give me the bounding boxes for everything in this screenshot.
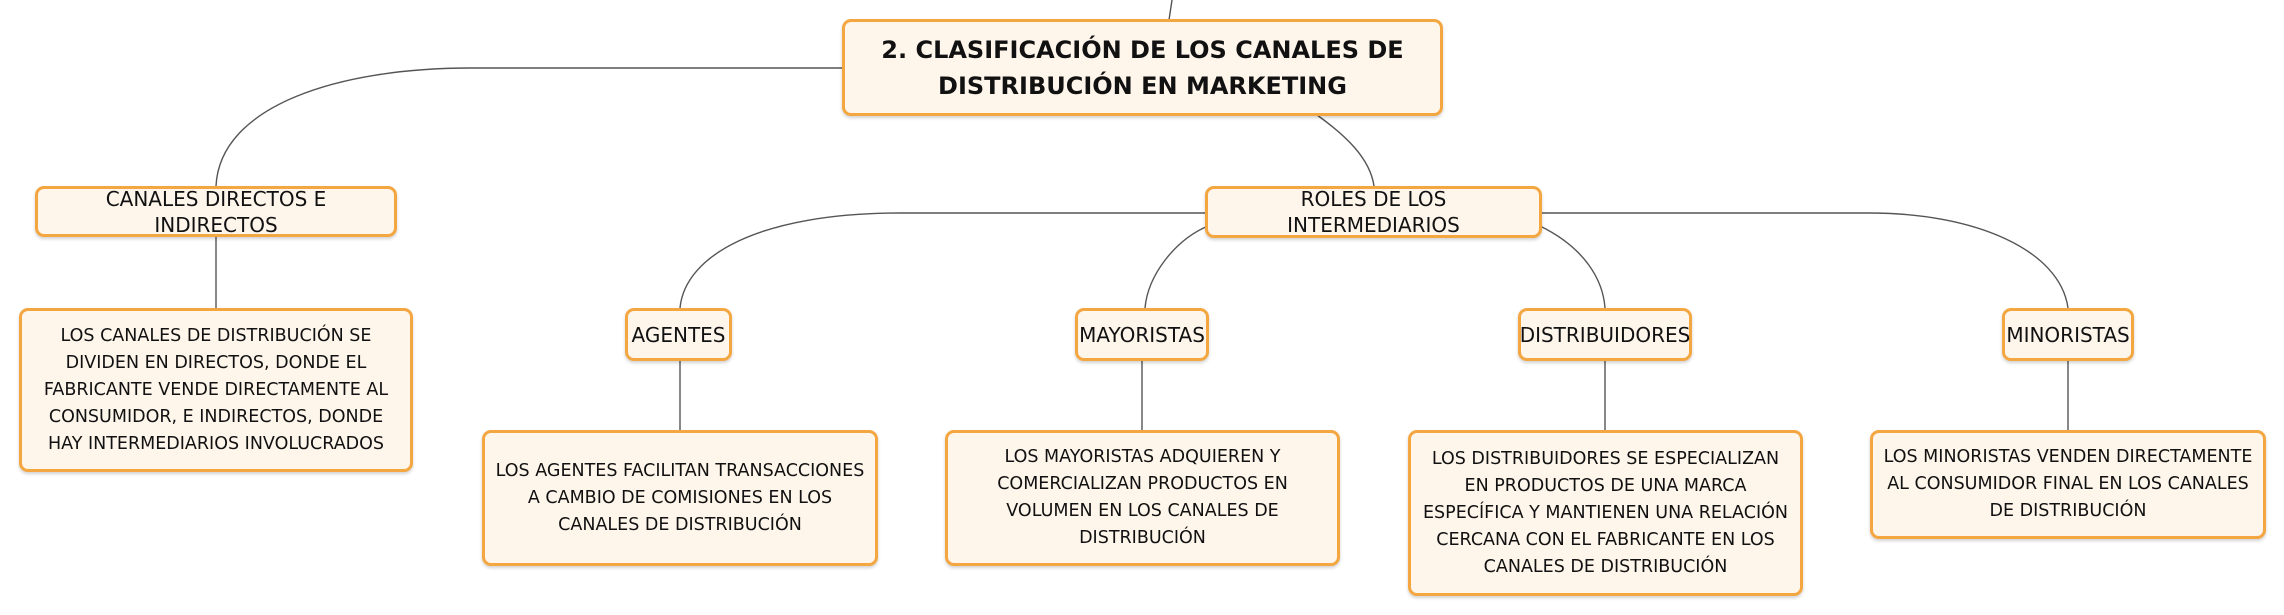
topic-distribuidores-label: DISTRIBUIDORES <box>1519 322 1691 347</box>
detail-canales[interactable]: LOS CANALES DE DISTRIBUCIÓN SE DIVIDEN E… <box>19 308 413 472</box>
topic-roles-intermediarios[interactable]: ROLES DE LOS INTERMEDIARIOS <box>1205 186 1542 238</box>
topic-mayoristas[interactable]: MAYORISTAS <box>1075 308 1209 361</box>
connector-roles-mayoristas <box>1144 225 1209 309</box>
detail-distribuidores[interactable]: LOS DISTRIBUIDORES SE ESPECIALIZAN EN PR… <box>1408 430 1803 596</box>
topic-minoristas-label: MINORISTAS <box>2006 322 2130 347</box>
connector-parent-stub <box>1168 0 1173 21</box>
detail-minoristas-text: LOS MINORISTAS VENDEN DIRECTAMENTE AL CO… <box>1883 447 2253 521</box>
topic-minoristas[interactable]: MINORISTAS <box>2002 308 2134 361</box>
topic-agentes-label: AGENTES <box>631 322 726 347</box>
connector-roles-minoristas <box>1540 212 2069 309</box>
topic-distribuidores[interactable]: DISTRIBUIDORES <box>1518 308 1692 361</box>
topic-mayoristas-label: MAYORISTAS <box>1079 322 1205 347</box>
root-topic-label: 2. CLASIFICACIÓN DE LOS CANALES DE DISTR… <box>881 35 1404 100</box>
connector-roles-agentes <box>679 212 1208 309</box>
detail-minoristas[interactable]: LOS MINORISTAS VENDEN DIRECTAMENTE AL CO… <box>1870 430 2266 539</box>
connector-roles-distribuidores <box>1539 225 1606 309</box>
detail-agentes[interactable]: LOS AGENTES FACILITAN TRANSACCIONES A CA… <box>482 430 878 566</box>
connector-root-canales <box>215 67 844 187</box>
topic-canales-directos-indirectos[interactable]: CANALES DIRECTOS E INDIRECTOS <box>35 186 397 237</box>
root-topic[interactable]: 2. CLASIFICACIÓN DE LOS CANALES DE DISTR… <box>842 19 1443 116</box>
detail-distribuidores-text: LOS DISTRIBUIDORES SE ESPECIALIZAN EN PR… <box>1423 448 1788 577</box>
detail-mayoristas-text: LOS MAYORISTAS ADQUIEREN Y COMERCIALIZAN… <box>997 447 1288 548</box>
connector-root-roles <box>1316 114 1375 187</box>
topic-roles-label: ROLES DE LOS INTERMEDIARIOS <box>1287 187 1460 237</box>
detail-mayoristas[interactable]: LOS MAYORISTAS ADQUIEREN Y COMERCIALIZAN… <box>945 430 1340 566</box>
topic-agentes[interactable]: AGENTES <box>625 308 732 361</box>
detail-agentes-text: LOS AGENTES FACILITAN TRANSACCIONES A CA… <box>495 460 865 535</box>
detail-canales-text: LOS CANALES DE DISTRIBUCIÓN SE DIVIDEN E… <box>43 325 389 454</box>
topic-canales-label: CANALES DIRECTOS E INDIRECTOS <box>105 186 327 237</box>
